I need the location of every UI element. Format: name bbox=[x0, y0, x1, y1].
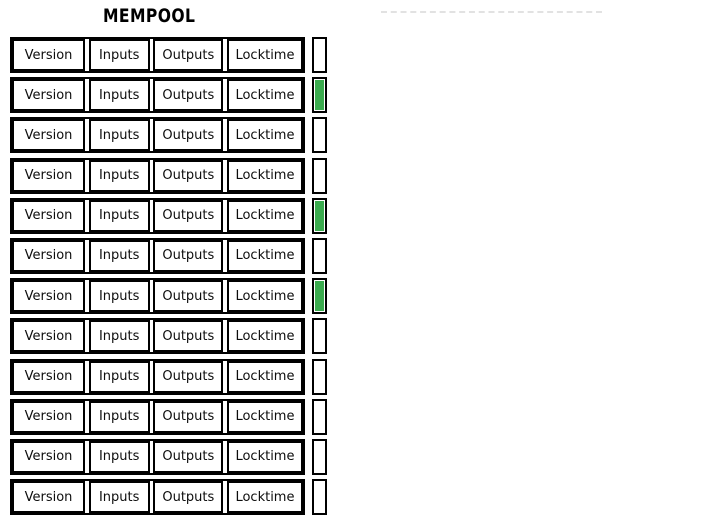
tx-field-version: Version bbox=[12, 239, 85, 272]
tx-field-outputs: Outputs bbox=[153, 39, 224, 71]
tx-field-version: Version bbox=[12, 320, 85, 353]
tx-status-fill-white bbox=[315, 361, 324, 392]
tx-field-inputs: Inputs bbox=[88, 119, 150, 152]
tx-status-indicator bbox=[312, 37, 327, 73]
dashed-separator-line bbox=[381, 11, 602, 13]
tx-field-outputs: Outputs bbox=[153, 400, 224, 433]
tx-status-indicator bbox=[312, 157, 327, 194]
tx-field-locktime: Locktime bbox=[226, 239, 303, 272]
tx-status-fill-white bbox=[315, 240, 324, 271]
tx-status-indicator bbox=[312, 117, 327, 154]
tx-field-inputs: Inputs bbox=[88, 159, 150, 192]
tx-status-indicator bbox=[312, 278, 327, 315]
tx-field-outputs: Outputs bbox=[153, 119, 224, 152]
tx-field-inputs: Inputs bbox=[88, 199, 150, 232]
tx-field-inputs: Inputs bbox=[88, 280, 150, 313]
tx-status-fill-white bbox=[315, 441, 324, 472]
tx-field-outputs: Outputs bbox=[153, 360, 224, 393]
tx-field-locktime: Locktime bbox=[226, 440, 303, 473]
tx-status-indicator bbox=[312, 358, 327, 395]
tx-status-indicator bbox=[312, 237, 327, 274]
tx-field-locktime: Locktime bbox=[226, 400, 303, 433]
tx-field-version: Version bbox=[12, 39, 85, 71]
tx-field-inputs: Inputs bbox=[88, 400, 150, 433]
tx-field-outputs: Outputs bbox=[153, 440, 224, 473]
tx-field-version: Version bbox=[12, 119, 85, 152]
tx-field-version: Version bbox=[12, 159, 85, 192]
tx-field-locktime: Locktime bbox=[226, 360, 303, 393]
tx-field-version: Version bbox=[12, 481, 85, 514]
tx-status-indicator bbox=[312, 438, 327, 475]
tx-field-outputs: Outputs bbox=[153, 79, 224, 112]
tx-field-inputs: Inputs bbox=[88, 39, 150, 71]
tx-field-inputs: Inputs bbox=[88, 79, 150, 112]
tx-status-fill-white bbox=[315, 160, 324, 191]
tx-status-fill-white bbox=[315, 120, 324, 151]
tx-status-indicator bbox=[312, 197, 327, 234]
tx-field-locktime: Locktime bbox=[226, 159, 303, 192]
tx-field-version: Version bbox=[12, 360, 85, 393]
tx-field-locktime: Locktime bbox=[226, 320, 303, 353]
tx-field-inputs: Inputs bbox=[88, 360, 150, 393]
tx-status-fill-green bbox=[315, 80, 324, 111]
tx-field-outputs: Outputs bbox=[153, 159, 224, 192]
tx-status-indicator bbox=[312, 398, 327, 435]
tx-field-version: Version bbox=[12, 199, 85, 232]
tx-field-version: Version bbox=[12, 79, 85, 112]
tx-field-inputs: Inputs bbox=[88, 481, 150, 514]
tx-field-locktime: Locktime bbox=[226, 119, 303, 152]
tx-status-fill-green bbox=[315, 200, 324, 231]
tx-field-outputs: Outputs bbox=[153, 239, 224, 272]
tx-status-fill-white bbox=[315, 321, 324, 352]
tx-field-inputs: Inputs bbox=[88, 239, 150, 272]
tx-status-fill-white bbox=[315, 40, 324, 70]
tx-field-inputs: Inputs bbox=[88, 440, 150, 473]
tx-status-fill-white bbox=[315, 401, 324, 432]
tx-field-locktime: Locktime bbox=[226, 79, 303, 112]
tx-status-fill-green bbox=[315, 281, 324, 312]
tx-field-outputs: Outputs bbox=[153, 280, 224, 313]
tx-field-outputs: Outputs bbox=[153, 199, 224, 232]
tx-field-version: Version bbox=[12, 440, 85, 473]
tx-status-indicator bbox=[312, 77, 327, 114]
tx-field-locktime: Locktime bbox=[226, 199, 303, 232]
tx-field-version: Version bbox=[12, 400, 85, 433]
tx-status-fill-white bbox=[315, 482, 324, 513]
tx-field-version: Version bbox=[12, 280, 85, 313]
tx-field-outputs: Outputs bbox=[153, 481, 224, 514]
tx-status-indicator bbox=[312, 318, 327, 355]
tx-field-locktime: Locktime bbox=[226, 280, 303, 313]
tx-field-outputs: Outputs bbox=[153, 320, 224, 353]
tx-field-locktime: Locktime bbox=[226, 481, 303, 514]
tx-field-inputs: Inputs bbox=[88, 320, 150, 353]
page-title: MEMPOOL bbox=[103, 5, 196, 27]
tx-field-locktime: Locktime bbox=[226, 39, 303, 71]
tx-status-indicator bbox=[312, 479, 327, 516]
